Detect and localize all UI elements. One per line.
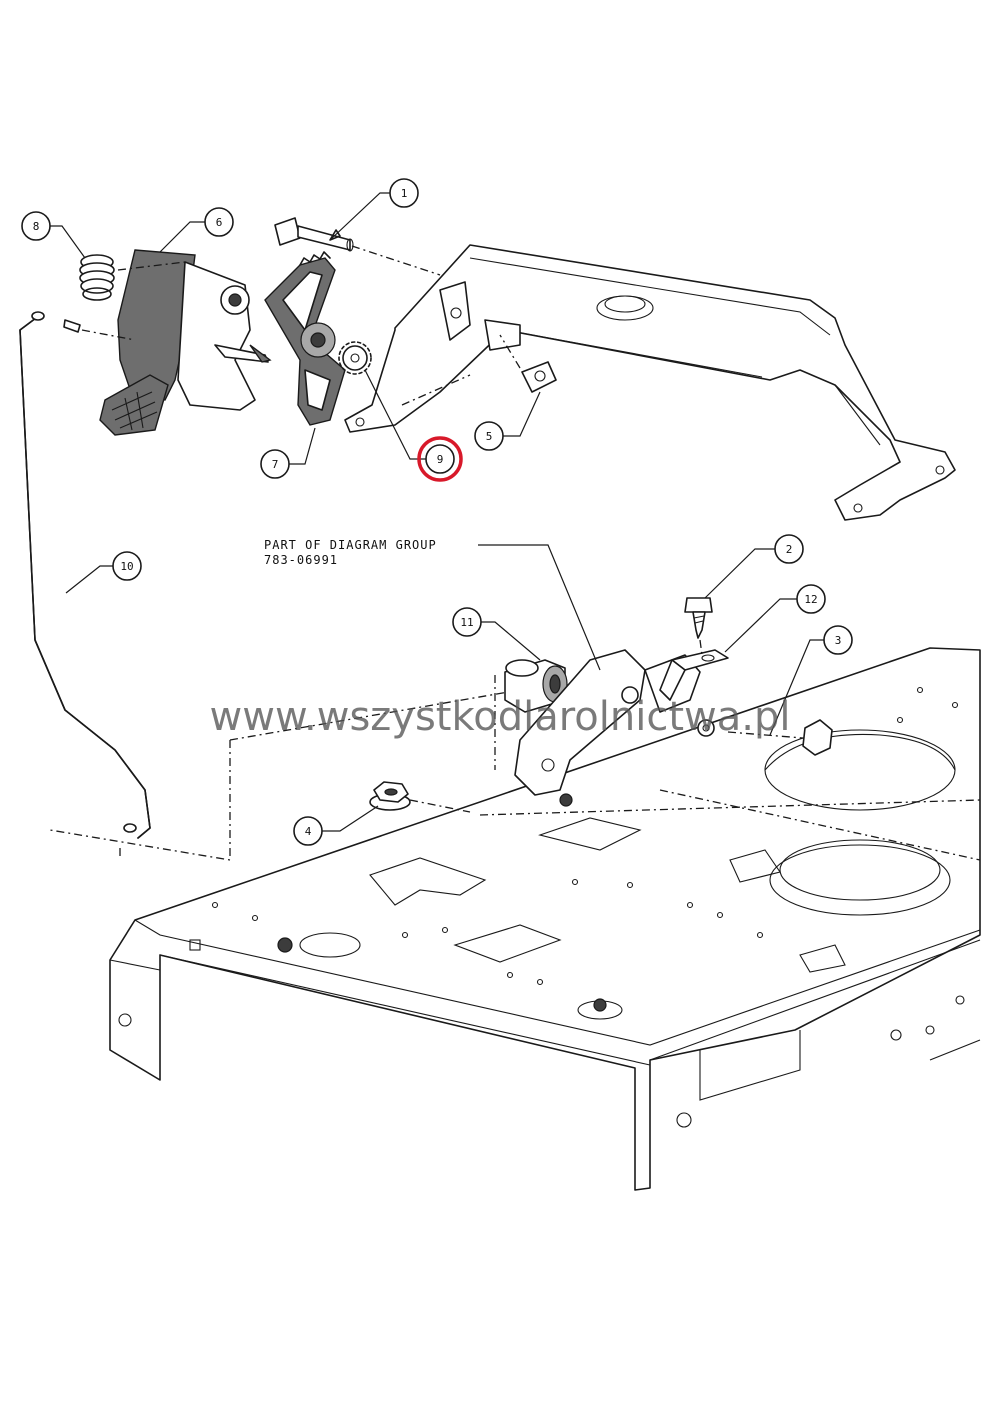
watermark: www.wszystkodlarolnictwa.pl [210,694,791,740]
part-11-spacer [494,659,568,770]
callout-7: 7 [260,427,316,479]
note-line-1: PART OF DIAGRAM GROUP [264,538,437,552]
callout-8-label: 8 [33,220,40,233]
callout-2-label: 2 [786,543,793,556]
callout-4-label: 4 [305,825,312,838]
callout-7-label: 7 [272,458,279,471]
callout-1: 1 [329,178,419,241]
note-line-2: 783-06991 [264,553,338,567]
part-3-bolt [727,719,833,756]
callout-5: 5 [474,391,541,451]
callout-2: 2 [704,534,804,599]
callout-3-label: 3 [835,634,842,647]
callout-10-label: 10 [120,560,133,573]
part-7-gear-sector [264,251,346,426]
callout-11: 11 [452,607,541,661]
part-1-bolt [274,217,441,276]
lower-chassis [49,647,981,1191]
callout-12: 12 [724,584,826,653]
part-9-pinion-gear [338,341,372,375]
callout-12-label: 12 [804,593,817,606]
callout-8: 8 [21,211,86,259]
callout-6-label: 6 [216,216,223,229]
callout-4: 4 [293,805,379,846]
callout-11-label: 11 [460,616,473,629]
part-4-flange-nut [369,781,471,813]
callout-3: 3 [769,625,853,736]
upper-bracket [344,244,956,521]
part-6-pedal-housing [99,249,272,436]
callout-9-highlight [417,436,463,482]
callout-9-label: 9 [437,453,444,466]
callout-9: 9 [364,369,463,482]
callout-5-label: 5 [486,430,493,443]
callout-1-label: 1 [401,187,408,200]
part-12-bracket [659,649,729,737]
part-8-spring [79,254,115,301]
part-10-rod [19,311,151,839]
callout-10: 10 [65,551,142,594]
note-leader [478,544,601,671]
part-5-plate [499,334,557,393]
part-2-screw [684,597,713,656]
callout-6: 6 [159,207,234,253]
callouts: 1 2 3 4 5 6 [21,178,853,846]
